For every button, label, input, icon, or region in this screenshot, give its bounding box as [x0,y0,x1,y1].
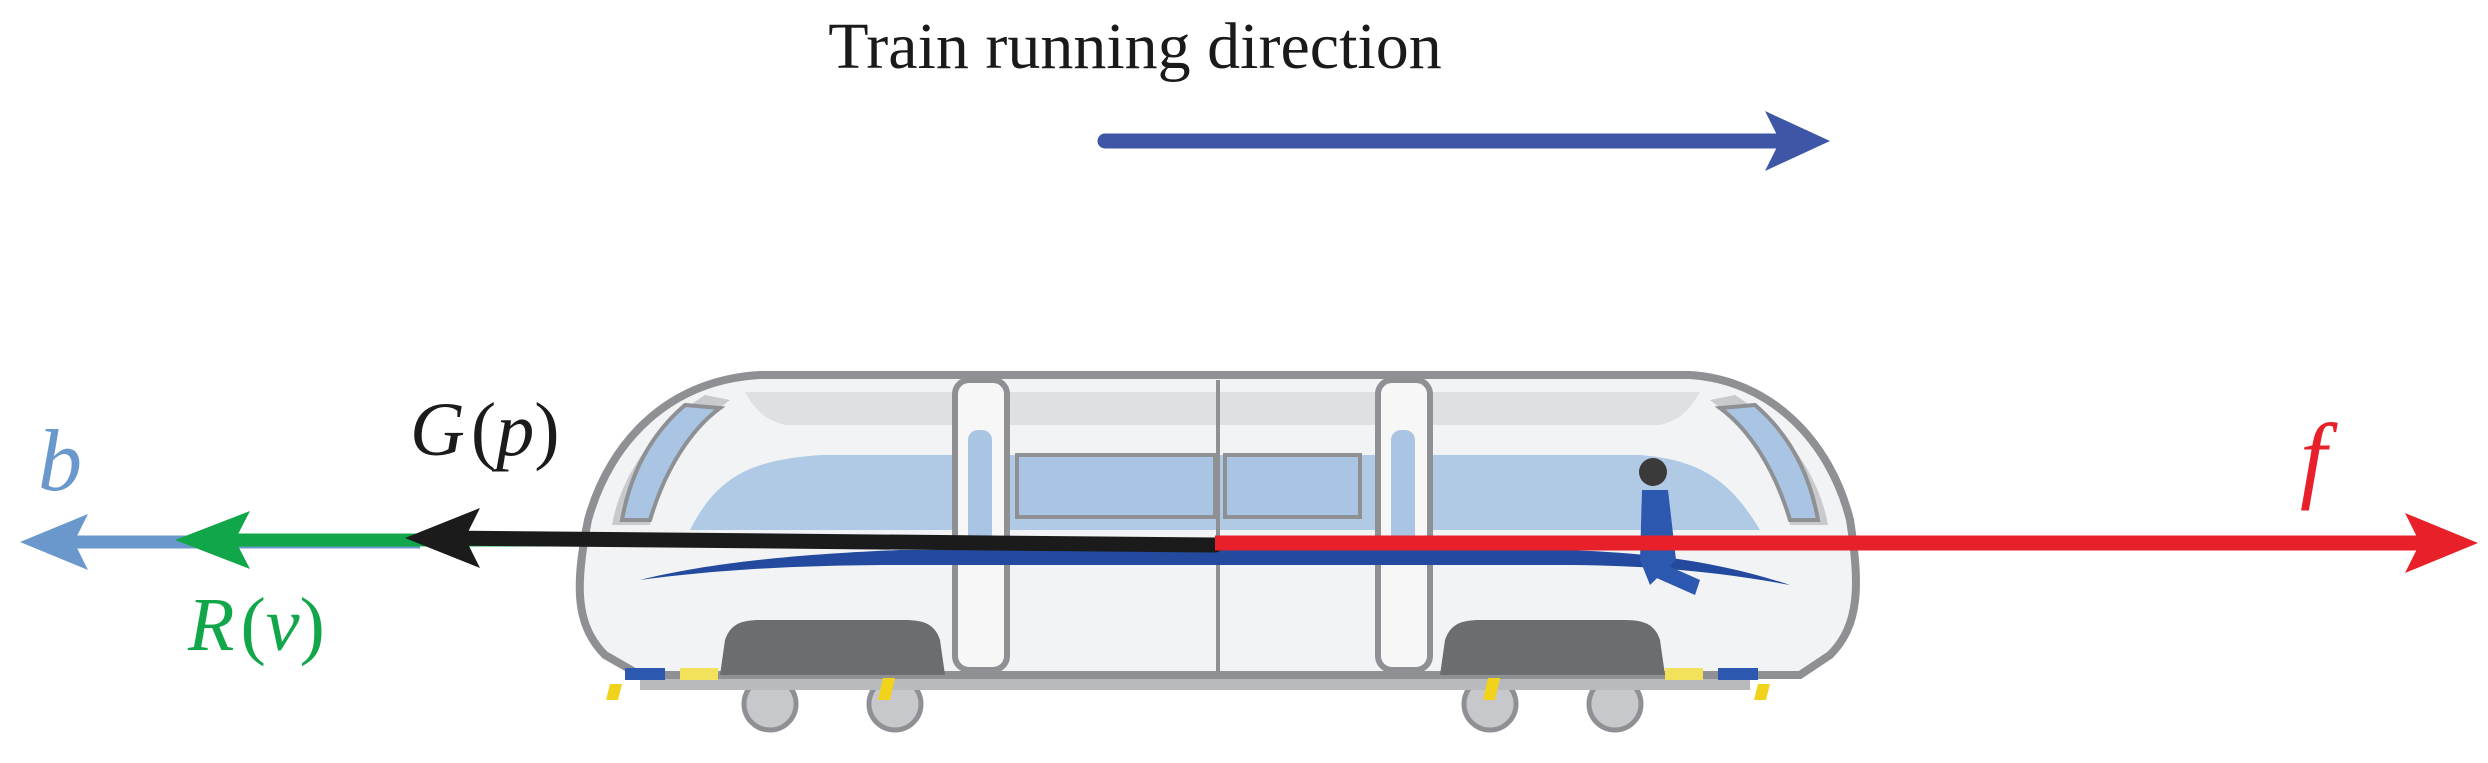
resistance-paren-open: ( [240,583,265,667]
train-brake-marker-right [1483,678,1500,700]
train-light-left-yellow [680,668,718,680]
train-light-left-blue [625,668,665,680]
direction-arrow-head [1765,111,1830,171]
resistance-variable: v [266,583,300,667]
gradient-paren-close: ) [534,388,559,472]
train-window-center-right [1223,453,1362,519]
gradient-head [405,508,480,568]
train-door-window-left [968,430,992,550]
direction-arrow [1097,111,1830,171]
gradient-arrow [405,508,1223,568]
train-bogie-right [1440,620,1665,675]
resistance-label: R(v) [187,583,325,667]
direction-label: Train running direction [828,10,1442,83]
train-coupler-left [606,684,622,700]
train-coupler-right [1754,684,1770,700]
train-roof [745,392,1700,425]
train-window-center-left [1015,453,1217,519]
train-brake-marker-left [878,678,895,700]
resistance-symbol: R [187,583,234,667]
train-stripe [640,550,1790,585]
resistance-head [175,511,250,569]
train-light-right-blue [1718,668,1758,680]
traction-force-symbol: f [2300,404,2338,511]
gradient-variable: p [491,388,534,472]
traction-arrow [1215,513,2478,573]
traction-head [2405,513,2478,573]
train-light-right-yellow [1665,668,1703,680]
gradient-symbol: G [410,388,465,472]
gradient-paren-open: ( [471,388,496,472]
train-door-window-right [1391,430,1415,550]
gradient-label: G(p) [410,388,560,472]
train-windscreen-right [1714,402,1821,522]
gradient-shaft [432,530,1223,553]
braking-force-symbol: b [38,413,82,510]
braking-force-head [20,514,88,570]
resistance-paren-close: ) [299,583,324,667]
train-bogie-left [720,620,945,675]
train-windscreen-left [619,402,726,522]
train [575,371,1860,733]
